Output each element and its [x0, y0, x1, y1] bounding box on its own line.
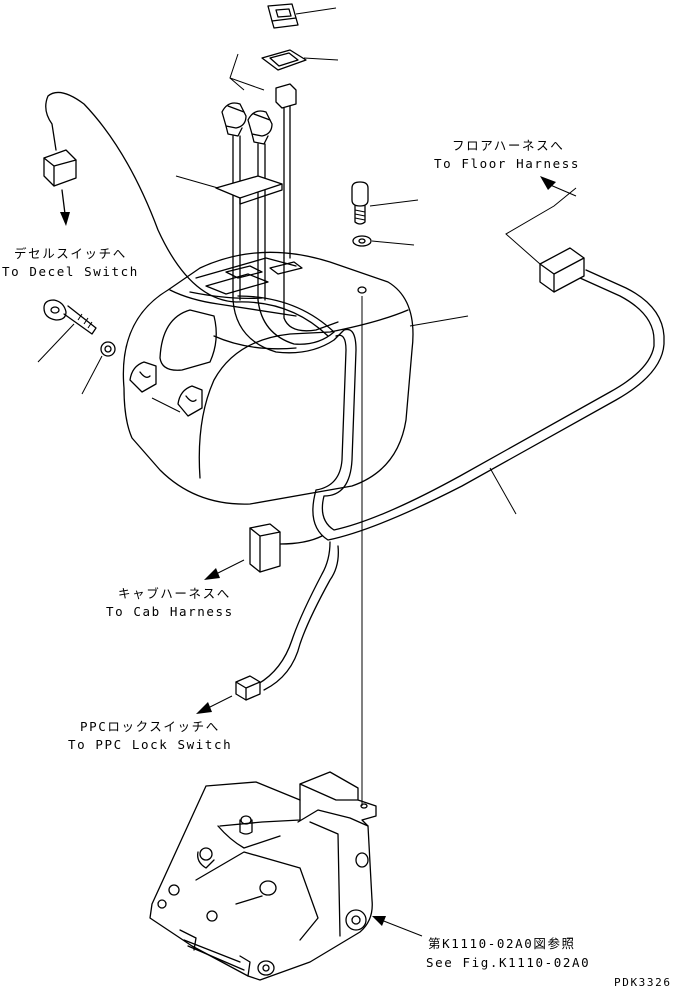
leader-line-gasket: [303, 57, 339, 61]
main-harness-lower: [312, 269, 665, 541]
rocker-switch: [267, 3, 299, 29]
leader-line-bracket: [175, 175, 219, 189]
floor-arrow: [540, 176, 556, 190]
console-housing: [122, 251, 414, 505]
mounting-bolt: [351, 181, 369, 225]
wire-bundle-b: [257, 299, 335, 345]
plug-connector-right: [247, 110, 273, 145]
see-figure-arrow: [372, 916, 386, 926]
cab-harness-label-jp: キャブハーネスへ: [118, 586, 231, 601]
decel-switch-label-jp: デセルスイッチへ: [14, 246, 127, 261]
cab-arrow: [204, 568, 220, 580]
leader-line-left-bolt: [37, 323, 75, 363]
ppc-wire-b: [263, 545, 339, 691]
ppc-lock-switch-label-en: To PPC Lock Switch: [68, 737, 232, 752]
plug-wire-right: [257, 143, 266, 301]
decel-switch-connector: [43, 149, 77, 187]
wire-bundle-a: [232, 299, 345, 354]
decel-switch-wire: [45, 91, 329, 337]
floor-harness-connector: [539, 247, 585, 293]
see-figure-label-en: See Fig.K1110-02A0: [426, 955, 590, 970]
wire-bundle-c: [283, 257, 339, 332]
leader-line-switch: [295, 7, 337, 15]
plug-connector-left: [221, 102, 247, 137]
decel-arrow: [60, 212, 70, 226]
bracket-plate: [215, 175, 283, 199]
bottom-bracket-assembly: [149, 771, 377, 981]
leader-line-housing: [409, 315, 469, 327]
leader-line-bolt: [369, 199, 419, 207]
washer: [352, 235, 372, 247]
floor-harness-line: [505, 187, 577, 265]
drawing-number: PDK3326: [614, 976, 672, 989]
leader-line-plugs: [229, 53, 265, 91]
floor-harness-label-jp: フロアハーネスへ: [452, 138, 564, 153]
decel-switch-label-en: To Decel Switch: [2, 264, 139, 279]
leader-line-left-washer: [81, 355, 103, 395]
cab-harness-connector: [249, 523, 281, 573]
switch-wire: [283, 105, 291, 259]
main-harness-upper: [321, 277, 655, 531]
leader-line-harness: [489, 467, 517, 515]
floor-harness-label-en: To Floor Harness: [434, 156, 580, 171]
switch-gasket: [261, 49, 307, 71]
ppc-lock-connector: [235, 675, 261, 701]
ppc-arrow: [196, 702, 212, 714]
left-washer: [100, 341, 116, 357]
housing-hole: [357, 286, 367, 294]
ppc-lock-switch-label-jp: PPCロックスイッチへ: [80, 719, 220, 734]
cab-harness-wire: [279, 535, 323, 545]
switch-connector: [275, 83, 297, 109]
cab-harness-label-en: To Cab Harness: [106, 604, 234, 619]
leader-line-washer: [371, 240, 415, 246]
see-figure-label-jp: 第K1110-02A0図参照: [428, 936, 576, 951]
plug-wire-left: [232, 135, 241, 301]
ppc-wire-a: [257, 541, 331, 685]
left-bolt: [43, 299, 97, 335]
